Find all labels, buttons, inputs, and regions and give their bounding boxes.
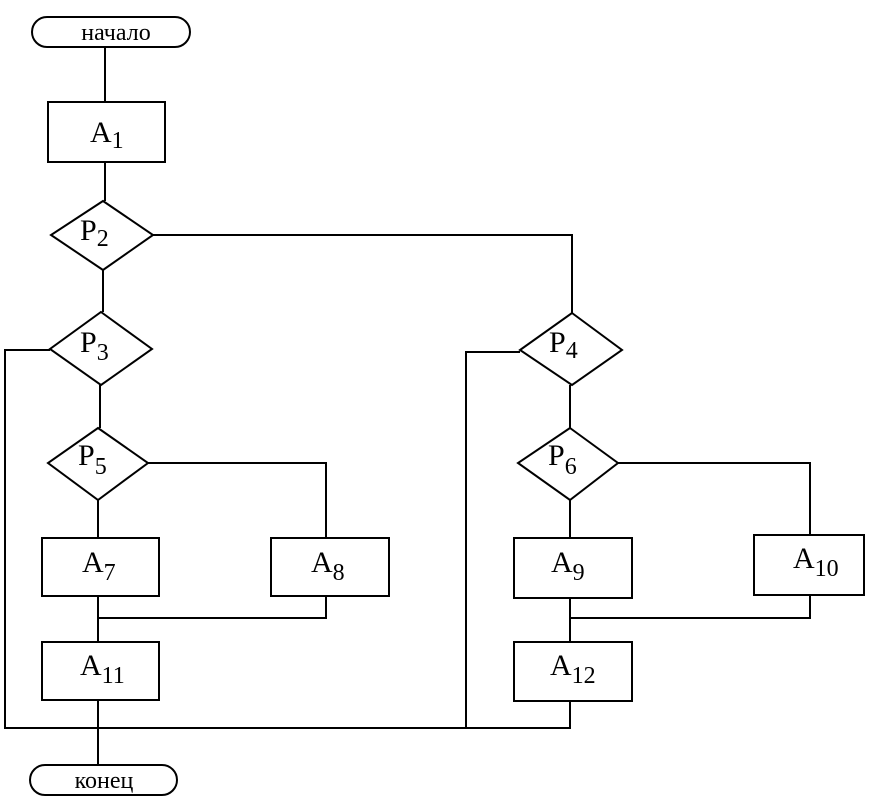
process-a11: A11: [41, 641, 160, 701]
connectors: [4, 47, 811, 765]
edge-p3-loop-bottom: [4, 349, 571, 729]
process-a8: A8: [270, 537, 390, 597]
start-terminal: начало: [31, 16, 191, 48]
decision-p5-label: P5: [78, 439, 107, 480]
decision-p4: P4: [518, 311, 624, 387]
edge-p6-a10: [618, 462, 811, 535]
process-a12: A12: [513, 641, 633, 702]
decision-p6-diamond: [516, 426, 620, 502]
edge-a8-merge: [98, 596, 327, 619]
process-a10-label: A10: [793, 542, 839, 582]
decision-p3: P3: [48, 310, 154, 387]
process-a8-box: [270, 537, 390, 597]
process-a12-label: A12: [550, 649, 596, 689]
process-a1-box: [47, 101, 166, 163]
process-a7-box: [41, 537, 160, 597]
process-a10-box: [753, 534, 865, 596]
process-a11-box: [41, 641, 160, 701]
end-terminal: конец: [29, 764, 178, 796]
process-a11-label: A11: [80, 649, 125, 689]
edge-p2-p4: [153, 234, 573, 313]
start-terminal-label: начало: [81, 20, 150, 46]
process-a9-label: A9: [551, 546, 585, 586]
decision-p2: P2: [49, 199, 155, 272]
decision-p5-diamond: [46, 426, 150, 502]
decision-p3-diamond: [48, 310, 154, 387]
start-terminal-shape: [31, 16, 191, 48]
process-a9: A9: [513, 537, 633, 599]
edge-a10-merge: [570, 595, 811, 619]
process-a9-box: [513, 537, 633, 599]
edge-p5-a8: [148, 462, 327, 538]
process-a7: A7: [41, 537, 160, 597]
process-a10: A10: [753, 534, 865, 596]
process-a8-label: A8: [311, 546, 345, 586]
edge-return-p4: [465, 351, 520, 728]
decision-p2-diamond: [49, 199, 155, 272]
end-terminal-shape: [29, 764, 178, 796]
decision-p4-diamond: [518, 311, 624, 387]
decision-p6: P6: [516, 426, 620, 502]
process-a1: A1: [47, 101, 166, 163]
end-terminal-label: конец: [75, 768, 134, 794]
decision-p4-label: P4: [549, 326, 578, 364]
process-a1-label: A1: [90, 116, 124, 154]
process-a12-box: [513, 641, 633, 702]
decision-p2-label: P2: [80, 214, 109, 252]
decision-p5: P5: [46, 426, 150, 502]
decision-p3-label: P3: [80, 326, 109, 366]
decision-p6-label: P6: [548, 439, 577, 480]
process-a7-label: A7: [82, 546, 116, 586]
